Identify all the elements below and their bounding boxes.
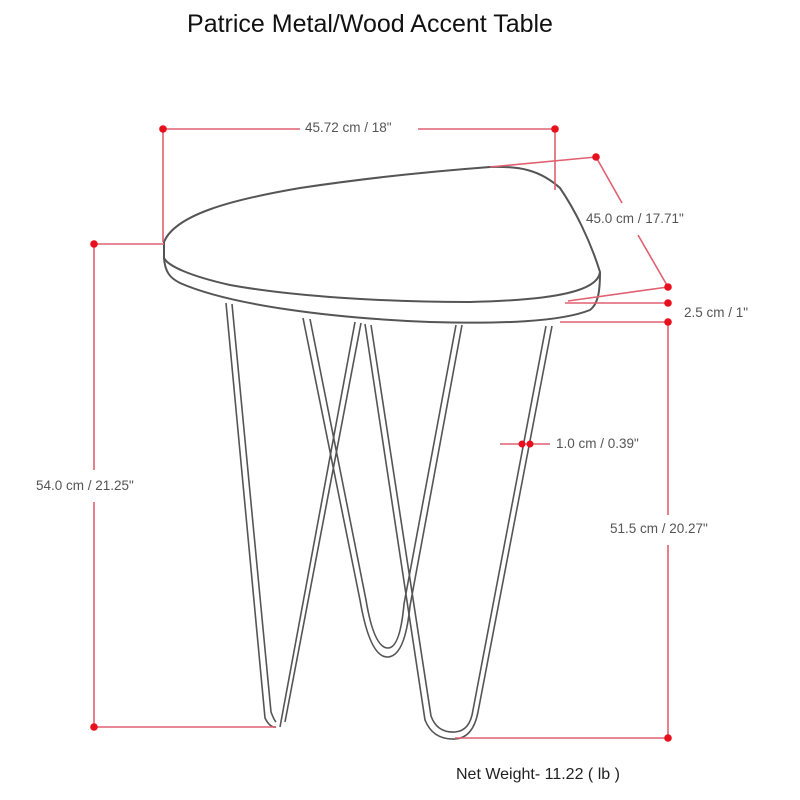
dimension-lines xyxy=(93,128,669,739)
top-thickness-label: 2.5 cm / 1" xyxy=(684,305,749,320)
overall-height-label: 54.0 cm / 21.25" xyxy=(36,478,134,493)
top-depth-label: 45.0 cm / 17.71" xyxy=(586,211,684,226)
leg-diameter-label: 1.0 cm / 0.39" xyxy=(556,436,639,451)
net-weight-label: Net Weight- 11.22 ( lb ) xyxy=(456,766,620,783)
hairpin-legs xyxy=(225,302,553,740)
leg-height-label: 51.5 cm / 20.27" xyxy=(610,521,708,536)
top-width-label: 45.72 cm / 18" xyxy=(305,120,392,135)
product-title-text: Patrice Metal/Wood Accent Table xyxy=(187,10,553,38)
dimension-dots xyxy=(90,125,672,742)
table-top xyxy=(163,165,602,324)
product-title: Patrice Metal/Wood Accent Table xyxy=(0,10,740,39)
